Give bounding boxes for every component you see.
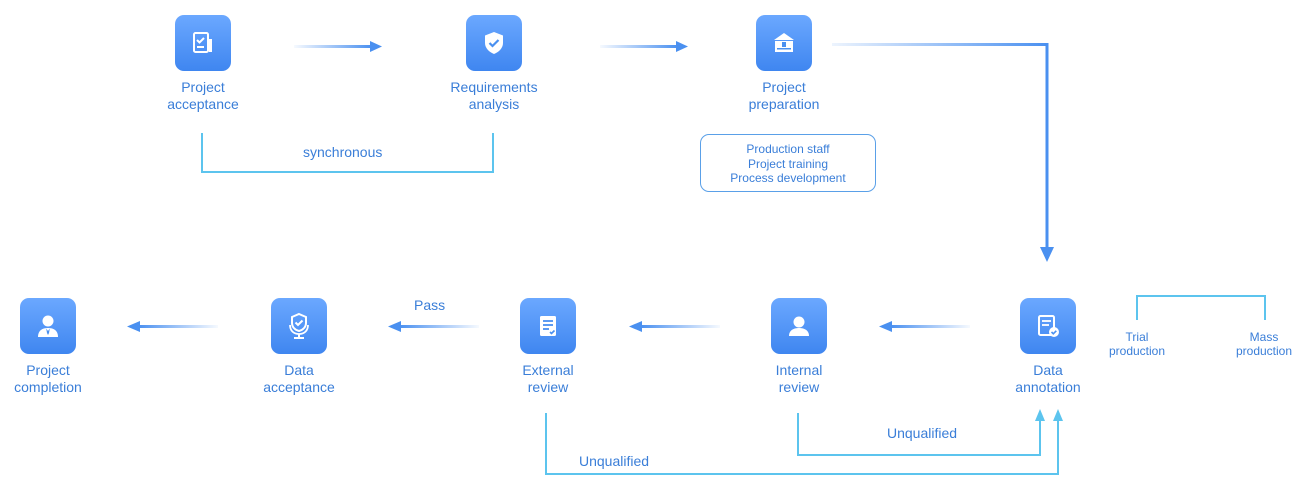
node-data-acceptance: Data acceptance [229, 298, 369, 396]
arrow-internal-to-external [629, 321, 720, 332]
node-label-line2: review [778, 379, 820, 395]
arrow-analysis-to-preparation [600, 41, 688, 52]
node-project-completion: Project completion [0, 298, 118, 396]
clipboard-check-icon [175, 15, 231, 71]
user-icon [771, 298, 827, 354]
node-label-line1: Requirements [450, 79, 538, 95]
node-label-line1: External [522, 362, 574, 378]
node-label-line1: Project [26, 362, 70, 378]
arrow-acceptance-to-analysis [294, 41, 382, 52]
trial-line1: Trial [1125, 330, 1149, 344]
arrow-annotation-to-internal [879, 321, 970, 332]
node-requirements-analysis: Requirements analysis [424, 15, 564, 113]
arrow-external-to-data-acceptance [388, 321, 479, 332]
node-label-line2: acceptance [263, 379, 335, 395]
preparation-notes: Production staff Project training Proces… [700, 134, 876, 192]
node-label-line1: Data [1033, 362, 1063, 378]
shield-check-icon [466, 15, 522, 71]
node-label-line2: annotation [1015, 379, 1081, 395]
arrow-data-acceptance-to-completion [127, 321, 218, 332]
feedback-internal-unqualified [797, 409, 1045, 456]
arrow-preparation-to-annotation [832, 43, 1054, 262]
production-mode-bracket [1136, 295, 1266, 320]
mass-production-label: Mass production [1227, 330, 1301, 358]
node-data-annotation: Data annotation [978, 298, 1118, 396]
person-tie-icon [20, 298, 76, 354]
node-label-line1: Internal [775, 362, 823, 378]
pass-label: Pass [414, 297, 446, 313]
note-item: Project training [747, 156, 829, 171]
node-project-preparation: Project preparation [714, 15, 854, 113]
synchronous-bracket [201, 133, 494, 173]
document-check-icon [1020, 298, 1076, 354]
node-label-line1: Project [181, 79, 225, 95]
mass-line2: production [1235, 344, 1293, 358]
document-list-icon [520, 298, 576, 354]
unqualified-external-label: Unqualified [579, 453, 650, 469]
node-label-line2: preparation [748, 96, 820, 112]
node-internal-review: Internal review [729, 298, 869, 396]
node-label-line1: Data [284, 362, 314, 378]
trial-line2: production [1108, 344, 1166, 358]
trial-production-label: Trial production [1100, 330, 1174, 358]
node-label-line2: completion [14, 379, 82, 395]
synchronous-label: synchronous [303, 144, 383, 160]
shield-stand-icon [271, 298, 327, 354]
node-label-line2: acceptance [167, 96, 239, 112]
node-label-line2: analysis [468, 96, 520, 112]
mass-line1: Mass [1249, 330, 1279, 344]
node-external-review: External review [478, 298, 618, 396]
node-label-line1: Project [762, 79, 806, 95]
note-item: Process development [730, 171, 846, 185]
house-icon [756, 15, 812, 71]
note-item: Production staff [746, 142, 830, 156]
feedback-external-unqualified [545, 409, 1063, 475]
node-project-acceptance: Project acceptance [133, 15, 273, 113]
unqualified-internal-label: Unqualified [887, 425, 958, 441]
node-label-line2: review [527, 379, 569, 395]
